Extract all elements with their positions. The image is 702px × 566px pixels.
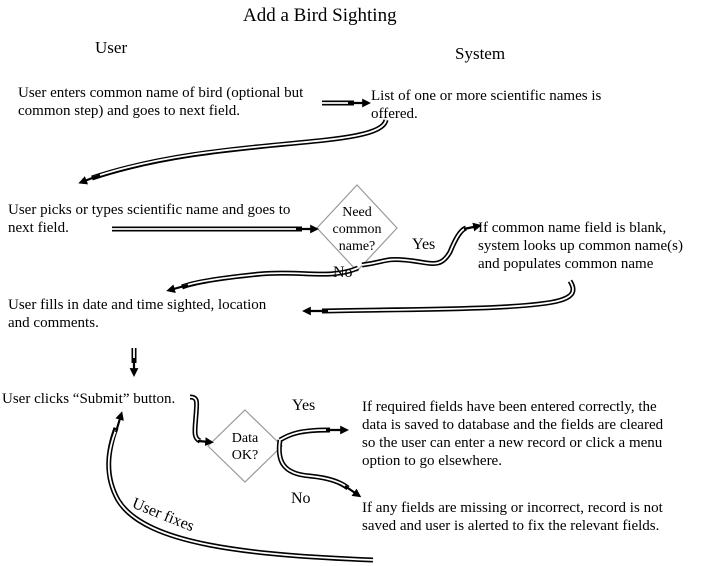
column-heading-system: System [455, 44, 506, 63]
step-data-saved: If required fields have been entered cor… [362, 399, 664, 469]
arrow-no-to-not-saved [276, 439, 362, 498]
column-heading-user: User [95, 38, 128, 57]
arrow-user-fixes-loop [106, 411, 374, 563]
label-no-data-ok: No [291, 490, 311, 507]
decision-diamond-data-ok [207, 409, 283, 483]
arrow-yes-to-lookup [361, 222, 482, 268]
label-yes-data-ok: Yes [292, 397, 316, 414]
label-yes-need-common: Yes [412, 236, 436, 253]
arrow-list-to-pick [78, 118, 389, 185]
diagram-title: Add a Bird Sighting [243, 5, 397, 26]
arrow-yes-to-saved [278, 425, 349, 443]
arrow-lookup-to-fill [302, 279, 576, 316]
arrow-submit-to-decision [189, 394, 214, 446]
label-no-need-common: No [333, 264, 353, 281]
step-not-saved: If any fields are missing or incorrect, … [362, 500, 663, 534]
step-list-scientific-names: List of one or more scientific names is … [371, 88, 602, 122]
decision-data-ok: Data OK? [231, 431, 259, 463]
decision-need-common-name: Need common name? [332, 205, 382, 254]
step-pick-scientific-name: User picks or types scientific name and … [8, 202, 291, 236]
step-lookup-common-name: If common name field is blank, system lo… [478, 220, 683, 272]
step-click-submit: User clicks “Submit” button. [2, 391, 176, 407]
arrow-no-to-fill [166, 265, 359, 293]
step-enter-common-name: User enters common name of bird (optiona… [18, 85, 304, 119]
step-fill-details: User fills in date and time sighted, loc… [8, 297, 267, 331]
